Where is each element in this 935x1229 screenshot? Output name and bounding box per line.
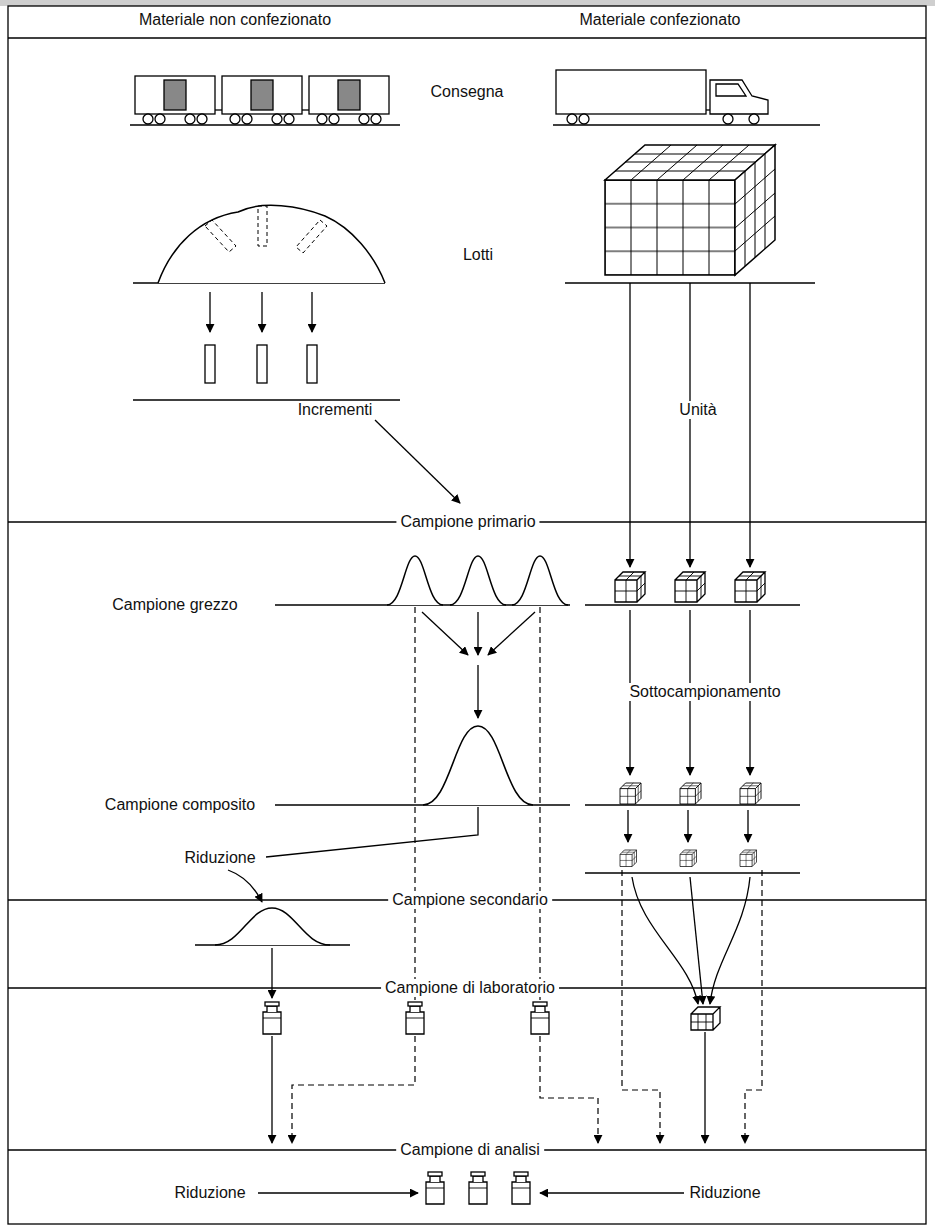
- ground-lines: [130, 125, 820, 945]
- stage-label: Consegna: [427, 83, 508, 101]
- stage-label: Campione di laboratorio: [381, 979, 559, 997]
- truck: [556, 70, 768, 124]
- stage-label: Campione grezzo: [108, 596, 241, 614]
- column-header: Materiale non confezionato: [135, 11, 335, 29]
- bulk-pile: [158, 205, 385, 283]
- stage-label: Incrementi: [294, 401, 377, 419]
- sample-peaks: [215, 556, 568, 945]
- stage-label: Campione secondario: [388, 891, 552, 909]
- header-rule: [8, 37, 926, 38]
- sample-bottles: [263, 1002, 549, 1204]
- increments: [205, 345, 317, 383]
- stage-rules: [8, 522, 926, 1150]
- packaged-units: [615, 572, 765, 867]
- frame: [8, 6, 926, 1224]
- lab-brick: [691, 1007, 720, 1030]
- packaged-lot: [605, 145, 775, 275]
- flow-arrows: [210, 283, 750, 1193]
- train-wagons: [135, 76, 389, 124]
- top-bar: [0, 0, 935, 6]
- step-label: Riduzione: [170, 1184, 249, 1202]
- stage-label: Campione primario: [396, 513, 539, 531]
- step-label: Riduzione: [180, 849, 259, 867]
- stage-label: Campione composito: [101, 796, 259, 814]
- column-header: Materiale confezionato: [576, 11, 745, 29]
- step-label: Riduzione: [685, 1184, 764, 1202]
- stage-label: Unità: [675, 401, 720, 419]
- stage-label: Sottocampionamento: [625, 683, 784, 701]
- stage-label: Campione di analisi: [396, 1141, 544, 1159]
- stage-label: Lotti: [459, 246, 497, 264]
